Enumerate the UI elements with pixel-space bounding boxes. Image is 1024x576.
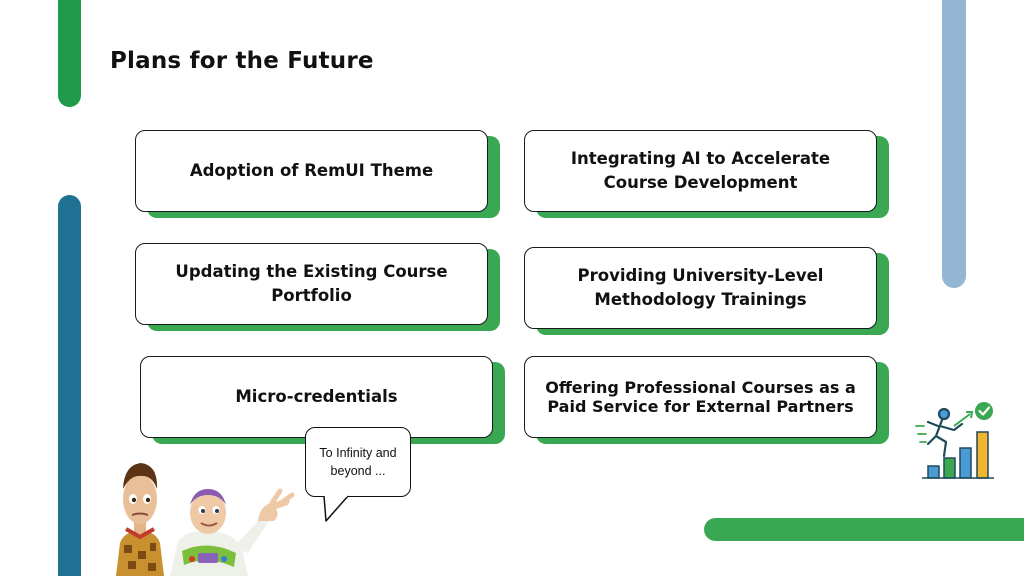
speech-bubble-tail <box>323 495 349 522</box>
plan-card-label: Micro-credentials <box>140 356 493 438</box>
plan-card: Micro-credentials <box>140 356 505 444</box>
decor-bar-blue-left <box>58 195 81 576</box>
plan-card-label: Adoption of RemUI Theme <box>135 130 488 212</box>
plan-card: Integrating AI to Accelerate Course Deve… <box>524 130 889 218</box>
decor-bar-green-bottom <box>704 518 1024 541</box>
plan-card-label: Providing University-Level Methodology T… <box>524 247 877 329</box>
slide-title: Plans for the Future <box>110 48 374 74</box>
decor-bar-lightblue-right <box>942 0 966 288</box>
decor-bar-green-top <box>58 0 81 107</box>
plan-card: Providing University-Level Methodology T… <box>524 247 889 335</box>
plan-card: Updating the Existing Course Portfolio <box>135 243 500 331</box>
plan-card-label: Updating the Existing Course Portfolio <box>135 243 488 325</box>
speech-bubble: To Infinity and beyond ... <box>305 427 411 497</box>
cowboy-figure <box>116 463 164 576</box>
plan-card: Adoption of RemUI Theme <box>135 130 500 218</box>
growth-chart-icon <box>915 402 994 479</box>
plan-card-label: Integrating AI to Accelerate Course Deve… <box>524 130 877 212</box>
space-ranger-figure <box>170 488 295 576</box>
plan-card: Offering Professional Courses as a Paid … <box>524 356 889 444</box>
plan-card-label: Offering Professional Courses as a Paid … <box>524 356 877 438</box>
toy-characters-illustration-icon <box>116 463 295 576</box>
